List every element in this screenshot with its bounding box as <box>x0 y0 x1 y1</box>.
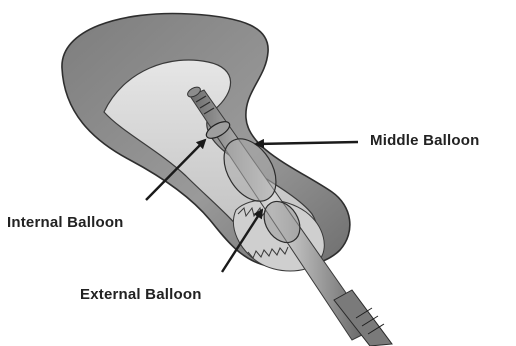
arrow-middle-balloon <box>256 142 358 144</box>
label-internal-balloon: Internal Balloon <box>7 214 124 231</box>
label-middle-balloon: Middle Balloon <box>370 132 479 149</box>
label-external-balloon: External Balloon <box>80 286 202 303</box>
